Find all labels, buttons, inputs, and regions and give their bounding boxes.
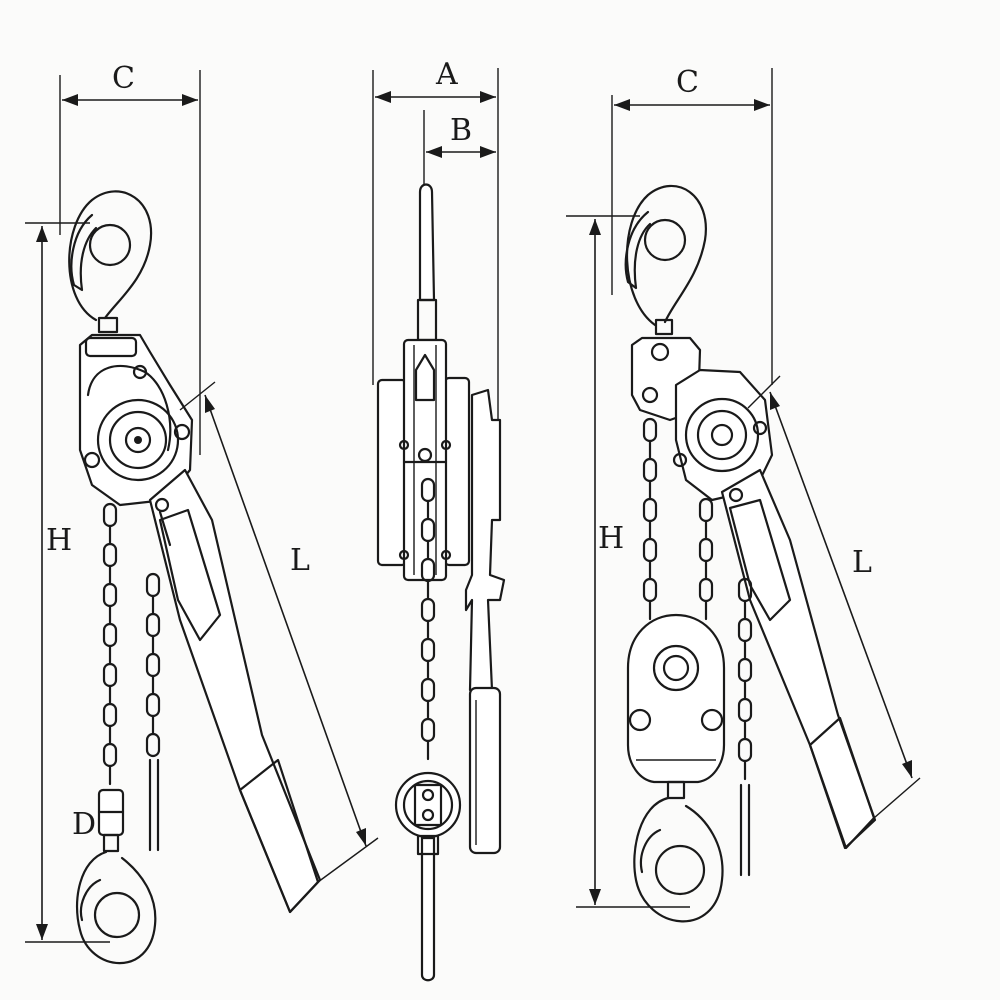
dimension-h-left: H (25, 222, 110, 943)
dimension-h-right: H (566, 215, 690, 908)
side-view: C H (25, 61, 379, 965)
top-hook-right (624, 184, 707, 336)
dimension-c-left: C (59, 61, 201, 455)
label-h-left: H (46, 523, 72, 558)
hoist-body-left (78, 333, 194, 507)
bottom-hook-front (394, 771, 462, 982)
dimension-b: B (423, 110, 496, 190)
double-fall-view: C H (566, 65, 921, 923)
front-view: A B (372, 57, 506, 982)
top-hook-front (416, 183, 438, 342)
label-l-left: L (290, 543, 310, 578)
label-c-left: C (112, 61, 135, 96)
bottom-hook-right (633, 780, 724, 923)
dimension-a: A (372, 57, 499, 420)
bottom-block-right (626, 613, 726, 784)
label-a: A (435, 57, 458, 92)
label-d: D (72, 807, 96, 842)
label-c-right: C (676, 65, 699, 100)
load-chain-left (102, 502, 118, 786)
lever-handle-front (464, 388, 506, 855)
dimension-c-right: C (611, 65, 773, 385)
label-h-right: H (598, 521, 624, 556)
dimension-l-left: L (179, 381, 379, 883)
lever-handle-left (148, 468, 322, 914)
dimension-l-right: L (747, 375, 921, 819)
slack-chain-right (737, 577, 753, 877)
bottom-hook-left: D (72, 788, 157, 965)
slack-chain-left (145, 572, 161, 852)
top-hook-left (68, 190, 153, 334)
label-b: B (450, 113, 472, 148)
label-l-right: L (852, 545, 872, 580)
hoist-body-front (376, 338, 471, 582)
hoist-body-right (630, 336, 774, 502)
